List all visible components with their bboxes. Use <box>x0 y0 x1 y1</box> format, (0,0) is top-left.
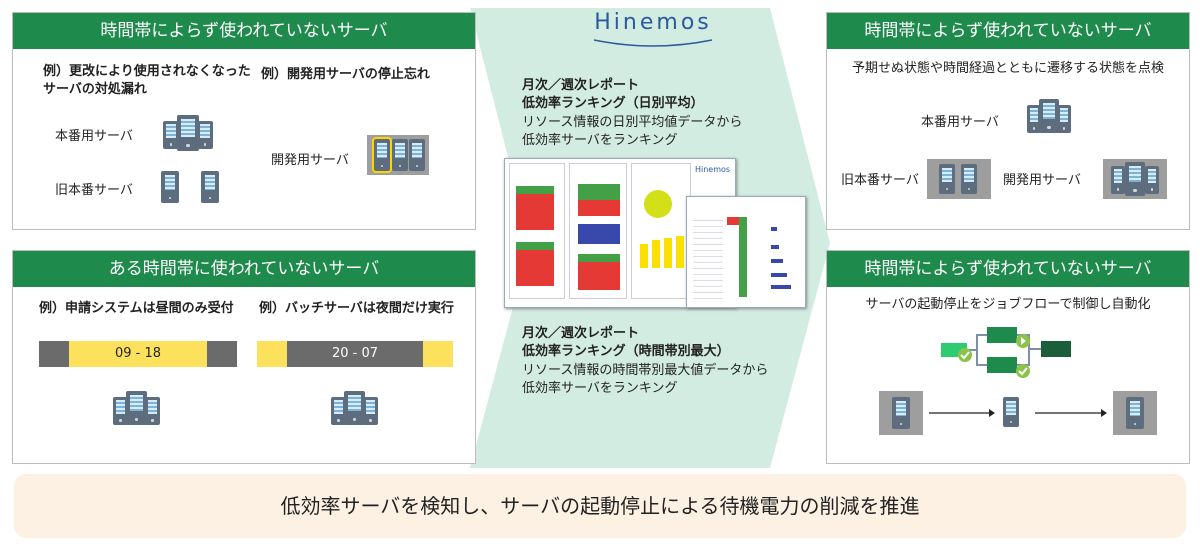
report2-line3: リソース情報の時間帯別最大値データから <box>522 359 768 378</box>
label-old-server: 旧本番サーバ <box>55 179 133 198</box>
example-title-dev: 例）開発用サーバの停止忘れ <box>261 63 430 82</box>
server-icon <box>939 164 955 194</box>
server-icon <box>126 391 147 425</box>
example-title-replaced: 例）更改により使用されなくなった サーバの対処漏れ <box>43 63 251 99</box>
server-icon <box>892 397 910 429</box>
server-icon <box>1003 397 1019 427</box>
server-icon <box>409 139 425 171</box>
server-icon <box>177 115 199 151</box>
old-server-box <box>927 159 991 199</box>
report2-line2: 低効率ランキング（時間帯別最大） <box>522 340 730 359</box>
server-stopped-box <box>1113 391 1157 435</box>
report1-line2: 低効率ランキング（日別平均） <box>522 92 704 111</box>
report1-line1: 月次／週次レポート <box>522 74 639 93</box>
panel-title: ある時間帯に使われていないサーバ <box>13 251 475 287</box>
server-icon <box>374 139 390 171</box>
panel-description: サーバの起動停止をジョブフローで制御し自動化 <box>827 293 1189 312</box>
report1-line4: 低効率サーバをランキング <box>522 129 677 148</box>
time-range-label: 20 - 07 <box>287 346 423 361</box>
report2-line4: 低効率サーバをランキング <box>522 377 677 396</box>
server-icon <box>363 397 378 425</box>
report1-line3: リソース情報の日別平均値データから <box>522 111 742 130</box>
panel-description: 予期せぬ状態や時間経過とともに遷移する状態を点検 <box>827 57 1189 76</box>
label-prod-server: 本番用サーバ <box>921 111 999 130</box>
report-thumbnail <box>686 196 806 308</box>
server-icon <box>1057 105 1071 133</box>
server-stopped-box <box>879 391 923 435</box>
arrow-right-icon <box>1033 407 1109 419</box>
panel-title: 時間帯によらず使われていないサーバ <box>827 13 1189 49</box>
server-icon <box>145 397 160 425</box>
label-dev-server: 開発用サーバ <box>271 149 349 168</box>
server-icon <box>201 171 219 203</box>
server-icon <box>1125 162 1145 196</box>
panel-time-idle: ある時間帯に使われていないサーバ 例）申請システムは昼間のみ受付 例）バッチサー… <box>12 250 476 464</box>
panel-auto-control: 時間帯によらず使われていないサーバ サーバの起動停止をジョブフローで制御し自動化 <box>826 250 1190 464</box>
dev-server-box <box>1103 159 1167 199</box>
hinemos-logo: Hinemos <box>588 10 718 50</box>
server-icon <box>1145 166 1159 194</box>
server-icon <box>1111 166 1125 194</box>
report2-line1: 月次／週次レポート <box>522 322 639 341</box>
server-icon <box>1039 99 1059 133</box>
label-old-server: 旧本番サーバ <box>841 169 919 188</box>
arrow-right-icon <box>927 407 997 419</box>
time-bar-daytime: 09 - 18 <box>39 341 237 367</box>
panel-always-idle-check: 時間帯によらず使われていないサーバ 予期せぬ状態や時間経過とともに遷移する状態を… <box>826 12 1190 230</box>
server-icon <box>961 164 977 194</box>
time-bar-night: 20 - 07 <box>257 341 453 367</box>
time-range-label: 09 - 18 <box>69 346 207 361</box>
server-icon <box>197 121 213 149</box>
server-icon <box>1126 397 1144 429</box>
job-flow-diagram <box>937 321 1077 387</box>
example-title-daytime: 例）申請システムは昼間のみ受付 <box>39 297 234 316</box>
label-dev-server: 開発用サーバ <box>1003 169 1081 188</box>
server-icon <box>344 391 365 425</box>
panel-title: 時間帯によらず使われていないサーバ <box>13 13 475 49</box>
example-title-batch: 例）バッチサーバは夜間だけ実行 <box>259 297 454 316</box>
logo-text: Hinemos <box>588 10 718 35</box>
panel-always-idle: 時間帯によらず使われていないサーバ 例）更改により使用されなくなった サーバの対… <box>12 12 476 230</box>
server-icon <box>392 139 408 171</box>
label-prod-server: 本番用サーバ <box>55 125 133 144</box>
server-icon <box>161 171 179 203</box>
panel-title: 時間帯によらず使われていないサーバ <box>827 251 1189 287</box>
summary-banner: 低効率サーバを検知し、サーバの起動停止による待機電力の削減を推進 <box>14 474 1186 538</box>
dev-server-box <box>367 135 429 175</box>
